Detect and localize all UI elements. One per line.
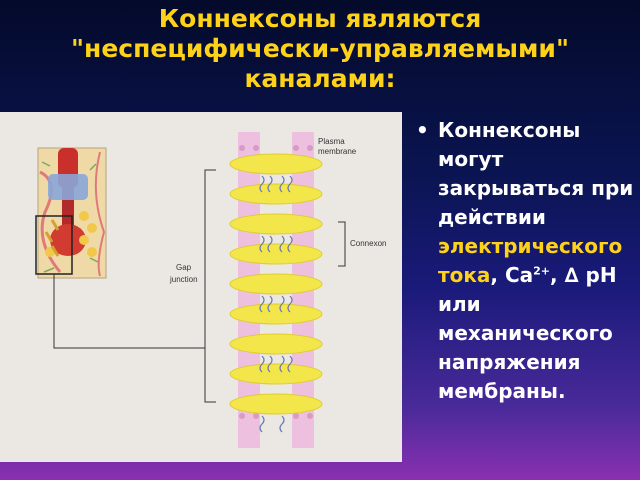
gap-junction-figure: Plasma membrane Connexon Gap junction bbox=[0, 112, 402, 462]
cell-inset-illustration bbox=[35, 147, 107, 279]
bullet-ca: Ca bbox=[504, 263, 534, 287]
bullet-text-part-1: Коннексоны могут закрываться при действи… bbox=[438, 118, 634, 229]
bullet-marker: • bbox=[416, 118, 429, 142]
bullet-ph: pH bbox=[585, 263, 617, 287]
title-line-1: Коннексоны являются bbox=[158, 4, 482, 33]
label-gap: Gap bbox=[176, 263, 192, 272]
gap-junction-bracket bbox=[204, 169, 216, 403]
label-junction: junction bbox=[169, 275, 198, 284]
bullet-text-part-5: или механического напряжения мембраны. bbox=[438, 292, 613, 403]
bullet-text-part-3: , bbox=[490, 263, 505, 287]
label-plasma: Plasma bbox=[318, 137, 345, 146]
connexon-channels bbox=[229, 153, 323, 415]
title-line-2: "неспецифически-управляемыми" bbox=[71, 34, 569, 63]
slide-title: Коннексоны являются "неспецифически-упра… bbox=[0, 4, 640, 94]
bullet-text: Коннексоны могут закрываться при действи… bbox=[438, 116, 638, 406]
bullet-list: • Коннексоны могут закрываться при дейст… bbox=[416, 116, 638, 406]
helix-pairs bbox=[259, 175, 293, 433]
bullet-ca-charge: 2+ bbox=[533, 264, 551, 278]
title-line-3: каналами: bbox=[244, 64, 396, 93]
label-connexon: Connexon bbox=[350, 239, 386, 248]
label-membrane: membrane bbox=[318, 147, 357, 156]
inset-connector-line bbox=[53, 274, 205, 349]
bullet-text-part-4: , ∆ bbox=[550, 263, 586, 287]
gap-junction-diagram: Plasma membrane Connexon Gap junction bbox=[35, 132, 386, 448]
bullet-highlight-current: электрического тока bbox=[438, 234, 623, 287]
connexon-bracket bbox=[338, 221, 346, 267]
